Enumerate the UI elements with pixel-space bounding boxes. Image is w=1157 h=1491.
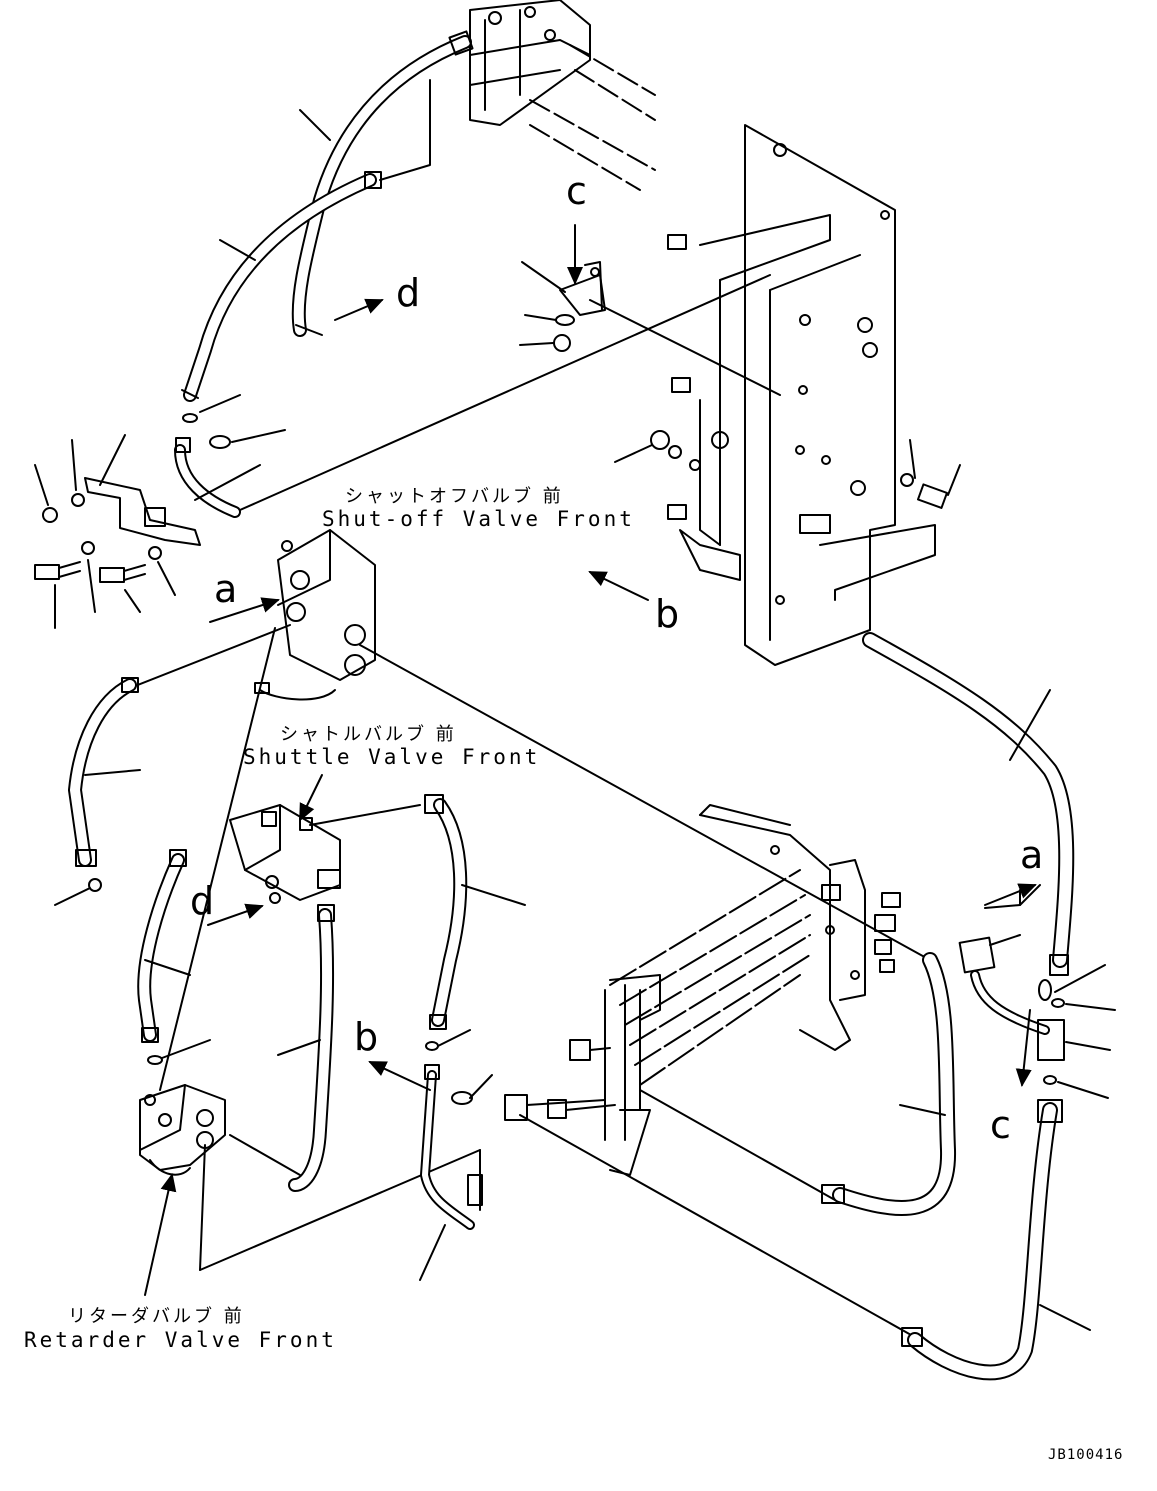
shuttle-valve-label-en: Shuttle Valve Front (243, 745, 541, 769)
arrow-b-mid (368, 1061, 431, 1091)
small-parts-left (54, 878, 211, 1065)
shuttle-valve (229, 804, 341, 904)
arrow-a-right (984, 883, 1037, 906)
arrow-c-right (1015, 1009, 1032, 1087)
right-elbow-fitting (958, 884, 1116, 1099)
center-hose-1 (277, 904, 335, 1192)
bracket-c (519, 261, 606, 352)
top-valve-block (469, 0, 656, 191)
connector-line-7 (589, 299, 781, 396)
arrow-d-top (334, 298, 384, 321)
connection-letter-d-mid: d (190, 879, 215, 923)
connection-letter-c-top: c (566, 169, 587, 213)
leader-upper-block (379, 79, 431, 181)
connector-line-12 (229, 1134, 301, 1176)
retarder-valve-label-en: Retarder Valve Front (24, 1328, 337, 1352)
connector-line-9 (199, 1144, 206, 1271)
connection-letter-c-right: c (990, 1103, 1011, 1147)
connection-letter-a-right: a (1020, 833, 1044, 877)
retarder-valve (139, 1084, 226, 1176)
connection-letter-a-left: a (214, 567, 238, 611)
arrow-a-left (209, 597, 280, 623)
arrow-d-mid (207, 903, 264, 926)
connector-line-3 (359, 644, 931, 961)
left-hose-2 (137, 849, 191, 1043)
center-pipe-b (419, 1029, 493, 1281)
left-hose-1 (68, 677, 141, 867)
shutoff-valve (254, 529, 376, 701)
cooler-hose-1 (821, 952, 957, 1216)
connection-letter-d-top: d (396, 271, 421, 315)
shuttle-valve-label-jp: シャトルバルブ 前 (280, 724, 457, 745)
drawing-code: JB100416 (1048, 1447, 1124, 1463)
cooler-assembly (504, 804, 901, 1176)
cooler-hose-2 (901, 1099, 1091, 1381)
right-long-hose (862, 632, 1075, 976)
connector-line-5 (519, 1114, 921, 1341)
leader-upper-hose-2 (219, 239, 256, 261)
upper-hose-1 (291, 30, 474, 337)
connector-line-2 (124, 624, 291, 691)
connector-line-6 (639, 1089, 836, 1201)
frame-hardware (614, 430, 961, 509)
shutoff-valve-label-jp: シャットオフバルブ 前 (345, 486, 564, 507)
connector-line-11 (309, 804, 421, 826)
frame-plate (667, 124, 936, 666)
connection-letter-b-right: b (655, 592, 680, 636)
bracket-leaders (34, 394, 286, 629)
retarder-valve-label-jp: リターダバルブ 前 (68, 1306, 245, 1327)
connector-line-4 (159, 627, 276, 1091)
leader-upper-hose-1 (299, 109, 331, 141)
upper-hose-2 (181, 171, 382, 402)
arrow-shuttle (299, 774, 323, 822)
shutoff-valve-label-en: Shut-off Valve Front (322, 507, 635, 531)
connector-line-1 (239, 274, 771, 511)
center-hose-2 (424, 794, 526, 1030)
arrow-retarder (144, 1173, 177, 1296)
arrow-b-right (588, 571, 649, 601)
left-bracket-assembly (34, 413, 241, 583)
connection-letter-b-mid: b (354, 1015, 379, 1059)
connector-line-8 (199, 1149, 481, 1271)
